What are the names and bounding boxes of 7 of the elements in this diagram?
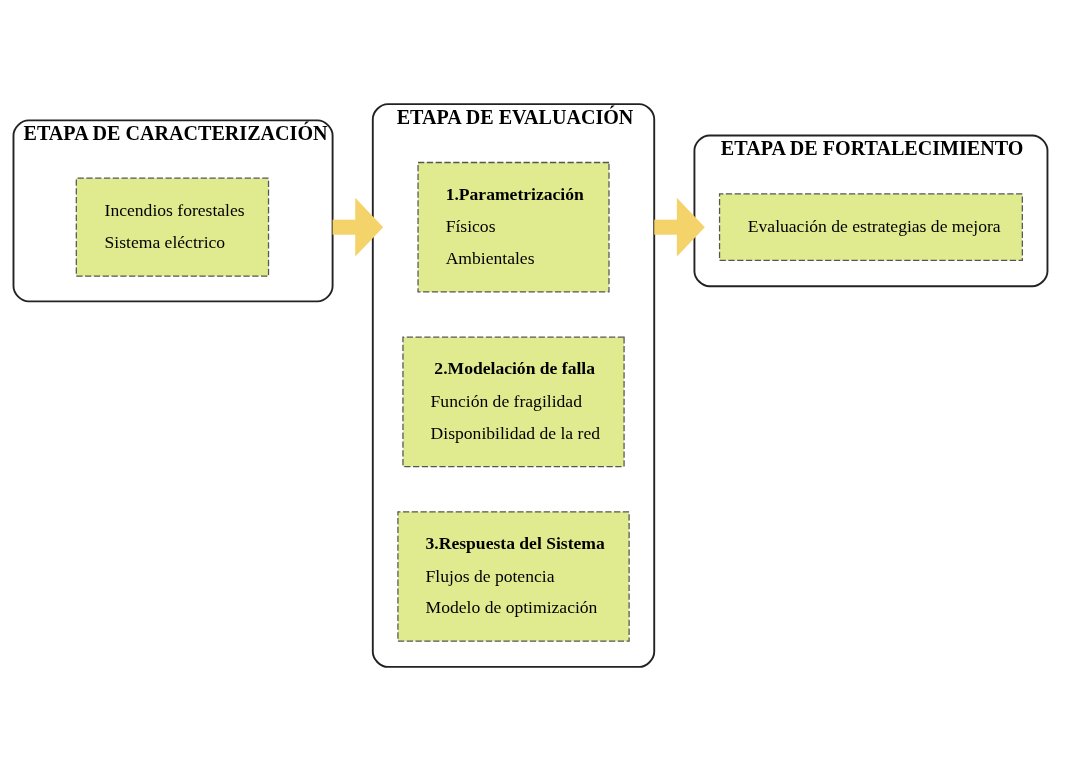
node-box: 1.Parametrización Físicos Ambientales — [417, 161, 610, 293]
arrow — [332, 197, 384, 257]
node-box: Evaluación de estrategias de mejora — [718, 193, 1023, 262]
arrow — [654, 197, 705, 257]
node-box: Incendios forestales Sistema eléctrico — [75, 177, 270, 277]
node-box: 3.Respuesta del Sistema Flujos de potencia Modelo de optimización — [397, 511, 630, 642]
node-box: 2.Modelación de falla Función de fragilidad Disponibilidad de la red — [402, 336, 625, 468]
